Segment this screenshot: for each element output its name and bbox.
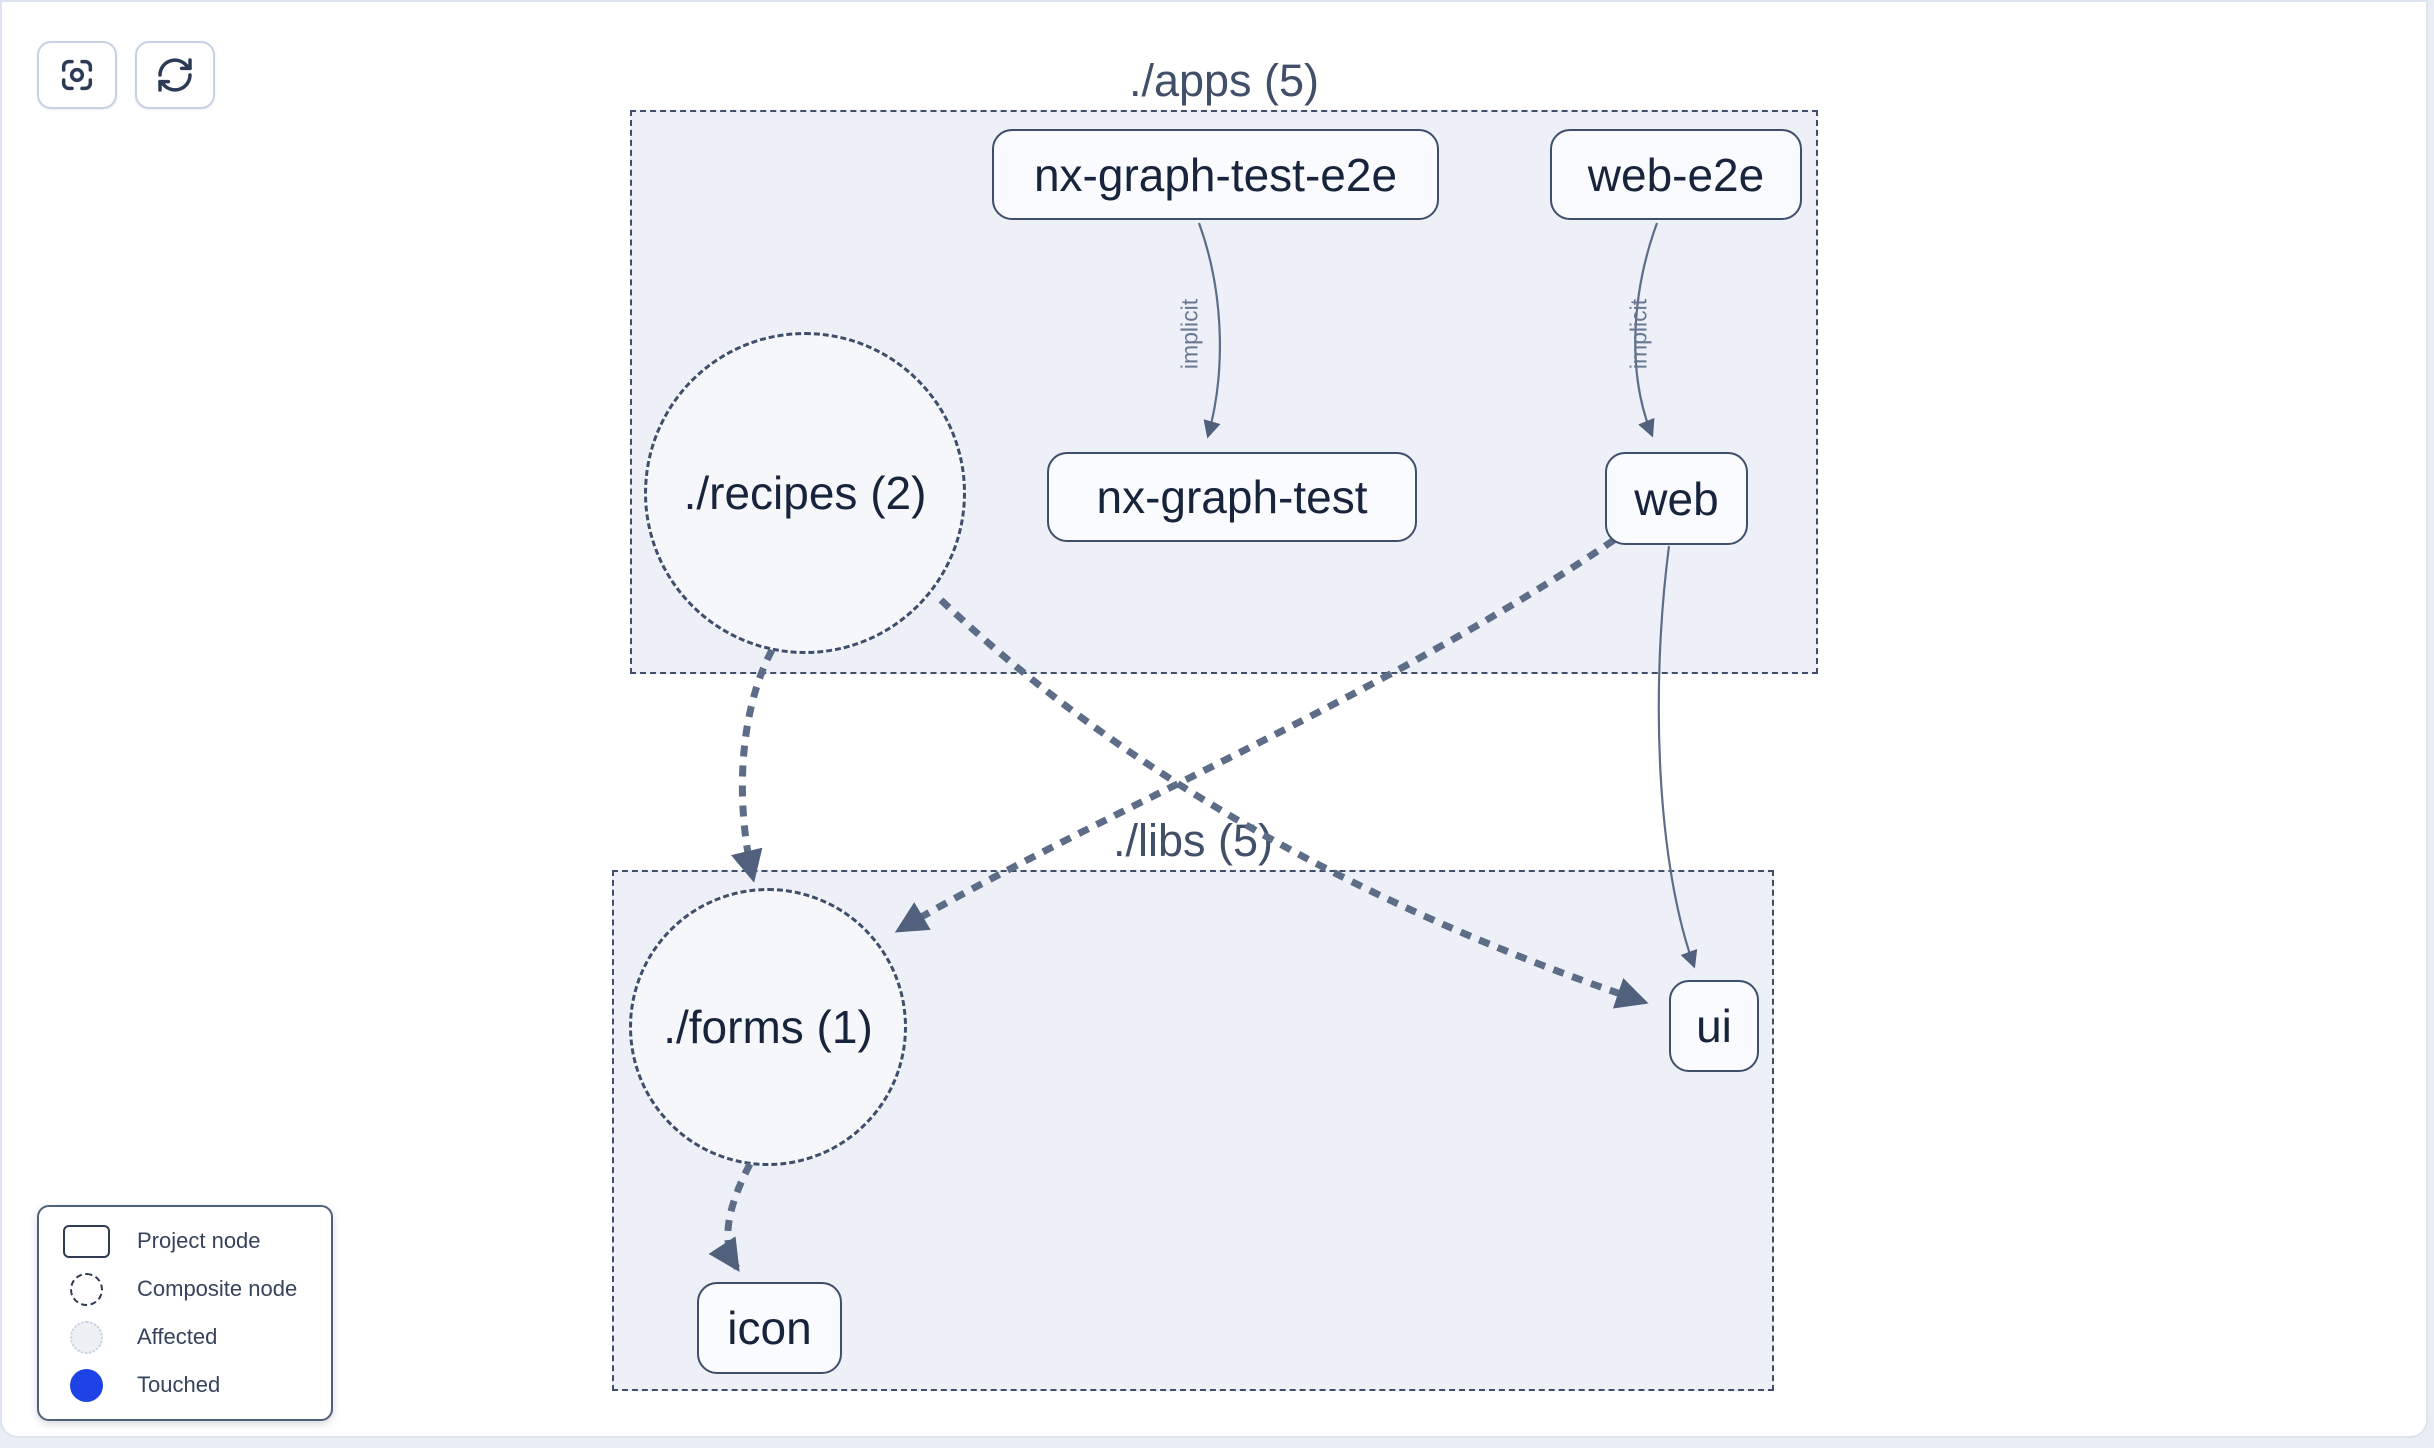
project-node-web[interactable]: web — [1605, 452, 1748, 545]
edge-label-implicit: implicit — [1176, 298, 1203, 370]
composite-node-forms-label: ./forms (1) — [663, 1001, 873, 1053]
legend-item-label: Affected — [137, 1324, 218, 1349]
legend-item-label: Project node — [137, 1228, 261, 1253]
project-node-ui[interactable]: ui — [1669, 980, 1759, 1072]
project-node-nx-graph-test-e2e[interactable]: nx-graph-test-e2e — [992, 129, 1439, 220]
legend-item-affected: Affected — [39, 1313, 331, 1361]
edge-label-implicit: implicit — [1625, 298, 1652, 370]
affected-swatch — [61, 1320, 111, 1354]
composite-node-forms[interactable]: ./forms (1) — [629, 888, 907, 1166]
refresh-icon — [158, 58, 192, 92]
legend: Project node Composite node Affected Tou… — [37, 1205, 333, 1421]
project-node-label: nx-graph-test — [1096, 471, 1368, 523]
composite-node-recipes-label: ./recipes (2) — [683, 467, 927, 519]
composite-node-swatch — [61, 1272, 111, 1306]
touched-swatch — [61, 1368, 111, 1402]
toolbar — [37, 41, 215, 109]
legend-item-label: Touched — [137, 1372, 221, 1397]
project-node-label: nx-graph-test-e2e — [1033, 148, 1398, 201]
project-node-label: ui — [1696, 1000, 1732, 1052]
project-node-nx-graph-test[interactable]: nx-graph-test — [1047, 452, 1417, 542]
cluster-apps-title: ./apps (5) — [1128, 55, 1320, 106]
edge-recipes-to-forms — [731, 648, 776, 883]
composite-node-recipes[interactable]: ./recipes (2) — [644, 332, 966, 654]
center-graph-button[interactable] — [37, 41, 117, 109]
legend-item-project-node: Project node — [39, 1217, 331, 1265]
center-focus-icon — [61, 59, 93, 91]
project-node-icon[interactable]: icon — [697, 1282, 842, 1374]
legend-item-composite-node: Composite node — [39, 1265, 331, 1313]
legend-item-label: Composite node — [137, 1276, 298, 1301]
project-node-swatch — [61, 1224, 111, 1258]
project-node-label: icon — [727, 1302, 812, 1354]
refresh-button[interactable] — [135, 41, 215, 109]
project-node-label: web-e2e — [1587, 148, 1765, 201]
cluster-libs-title: ./libs (5) — [1112, 815, 1274, 866]
legend-item-touched: Touched — [39, 1361, 331, 1409]
project-node-label: web — [1634, 472, 1719, 525]
project-node-web-e2e[interactable]: web-e2e — [1550, 129, 1802, 220]
